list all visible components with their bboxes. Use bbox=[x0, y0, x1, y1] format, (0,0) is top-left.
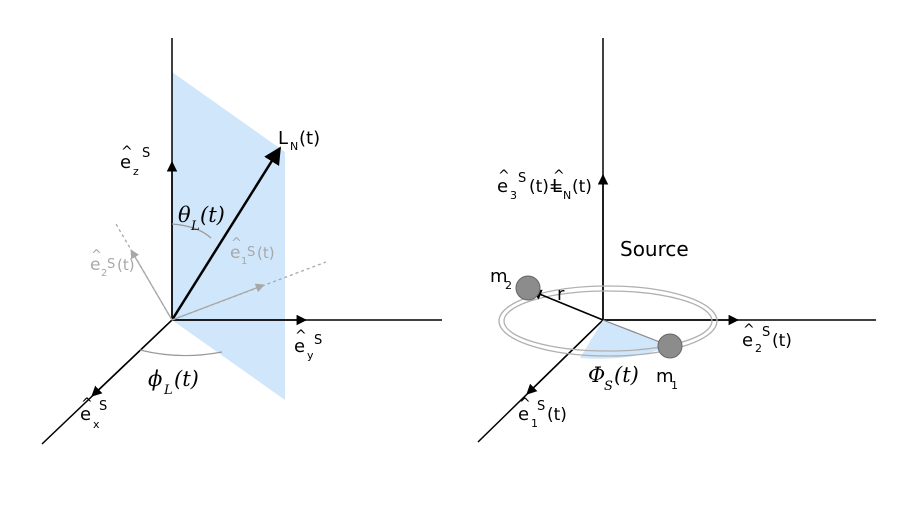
svg-text:^: ^ bbox=[91, 248, 102, 263]
svg-text:^: ^ bbox=[498, 168, 510, 184]
svg-text:(t): (t) bbox=[614, 363, 639, 387]
label-e1: e ^ 1 S (t) bbox=[518, 396, 567, 430]
e1-arrow bbox=[171, 283, 265, 321]
svg-text:(t): (t) bbox=[572, 177, 592, 197]
svg-text:S: S bbox=[107, 257, 115, 272]
svg-text:N: N bbox=[563, 189, 571, 202]
e2-arrow bbox=[130, 249, 173, 321]
svg-text:1: 1 bbox=[241, 256, 247, 267]
label-source: Source bbox=[620, 237, 689, 261]
svg-text:1: 1 bbox=[671, 379, 678, 392]
label-phi: ϕ L (t) bbox=[148, 367, 199, 398]
svg-text:S: S bbox=[762, 325, 770, 340]
orbital-plane bbox=[172, 72, 285, 400]
svg-text:(t)=: (t)= bbox=[529, 177, 563, 197]
svg-text:e: e bbox=[90, 255, 100, 275]
label-r: r bbox=[557, 284, 565, 305]
svg-text:S: S bbox=[247, 245, 255, 260]
svg-text:z: z bbox=[133, 165, 139, 178]
svg-text:(t): (t) bbox=[200, 203, 225, 227]
e1-axis-arrow bbox=[526, 319, 604, 395]
svg-text:(t): (t) bbox=[257, 244, 275, 262]
label-e3-equals-ln: e ^ 3 S (t)= ^ L N (t) bbox=[497, 168, 592, 202]
svg-text:1: 1 bbox=[531, 417, 538, 430]
svg-text:^: ^ bbox=[743, 322, 755, 338]
label-theta: θ L (t) bbox=[178, 203, 225, 234]
svg-text:^: ^ bbox=[81, 396, 93, 412]
x-axis-arrow bbox=[91, 319, 173, 397]
label-phi-s: Φ S (t) bbox=[588, 363, 639, 394]
ln-vector bbox=[170, 146, 282, 321]
svg-text:S: S bbox=[314, 333, 322, 348]
label-m2: m 2 bbox=[490, 266, 512, 292]
mass-m2 bbox=[515, 275, 541, 301]
phi-arc bbox=[139, 349, 223, 357]
svg-text:S: S bbox=[518, 171, 526, 186]
label-ey: e ^ y S bbox=[294, 328, 322, 362]
svg-text:S: S bbox=[142, 146, 150, 161]
svg-text:S: S bbox=[99, 399, 107, 414]
svg-text:2: 2 bbox=[755, 342, 762, 355]
label-m1: m 1 bbox=[656, 366, 678, 392]
svg-text:^: ^ bbox=[231, 236, 242, 251]
svg-text:(t): (t) bbox=[174, 367, 199, 391]
svg-text:ϕ: ϕ bbox=[148, 367, 162, 391]
svg-text:y: y bbox=[307, 349, 314, 362]
svg-text:m: m bbox=[490, 266, 508, 287]
label-ez: e ^ z S bbox=[120, 144, 150, 178]
svg-text:e: e bbox=[80, 404, 91, 425]
svg-text:3: 3 bbox=[510, 189, 517, 202]
svg-text:L: L bbox=[163, 383, 173, 398]
orbit-outer bbox=[498, 285, 718, 357]
svg-text:(t): (t) bbox=[547, 405, 567, 425]
svg-text:(t): (t) bbox=[117, 256, 135, 274]
svg-text:^: ^ bbox=[295, 328, 307, 344]
svg-text:e: e bbox=[120, 152, 131, 173]
svg-text:^: ^ bbox=[553, 168, 565, 184]
label-ex: e ^ x S bbox=[80, 396, 107, 431]
svg-text:x: x bbox=[93, 418, 100, 431]
svg-text:e: e bbox=[230, 243, 240, 263]
orbit-inner bbox=[503, 290, 713, 352]
mass-m1 bbox=[657, 333, 683, 359]
svg-text:L: L bbox=[278, 128, 288, 149]
left-diagram: e ^ z S L N (t) θ L (t) e ^ 1 S (t) e ^ bbox=[41, 38, 442, 445]
right-diagram: e ^ 3 S (t)= ^ L N (t) Source m 2 r e ^ … bbox=[477, 38, 876, 443]
svg-text:S: S bbox=[537, 399, 545, 414]
svg-text:2: 2 bbox=[101, 268, 107, 279]
label-e2: e ^ 2 S (t) bbox=[742, 322, 792, 355]
svg-text:e: e bbox=[742, 330, 753, 351]
svg-text:e: e bbox=[518, 404, 529, 425]
separation-arrow bbox=[531, 289, 604, 321]
svg-text:(t): (t) bbox=[299, 128, 320, 149]
svg-text:N: N bbox=[290, 140, 298, 153]
label-ln: L N (t) bbox=[278, 128, 320, 153]
svg-text:(t): (t) bbox=[772, 331, 792, 351]
svg-text:θ: θ bbox=[178, 203, 191, 227]
label-e2-gray: e ^ 2 S (t) bbox=[90, 248, 135, 279]
svg-text:^: ^ bbox=[121, 144, 133, 160]
label-e1-gray: e ^ 1 S (t) bbox=[230, 236, 275, 267]
svg-text:^: ^ bbox=[519, 396, 531, 412]
svg-text:L: L bbox=[190, 219, 200, 234]
svg-text:L: L bbox=[552, 176, 562, 197]
svg-text:S: S bbox=[604, 379, 613, 394]
svg-text:2: 2 bbox=[505, 279, 512, 292]
theta-arc bbox=[171, 223, 212, 239]
svg-text:Φ: Φ bbox=[588, 363, 605, 387]
svg-text:e: e bbox=[497, 176, 508, 197]
svg-text:e: e bbox=[294, 336, 305, 357]
svg-text:m: m bbox=[656, 366, 674, 387]
